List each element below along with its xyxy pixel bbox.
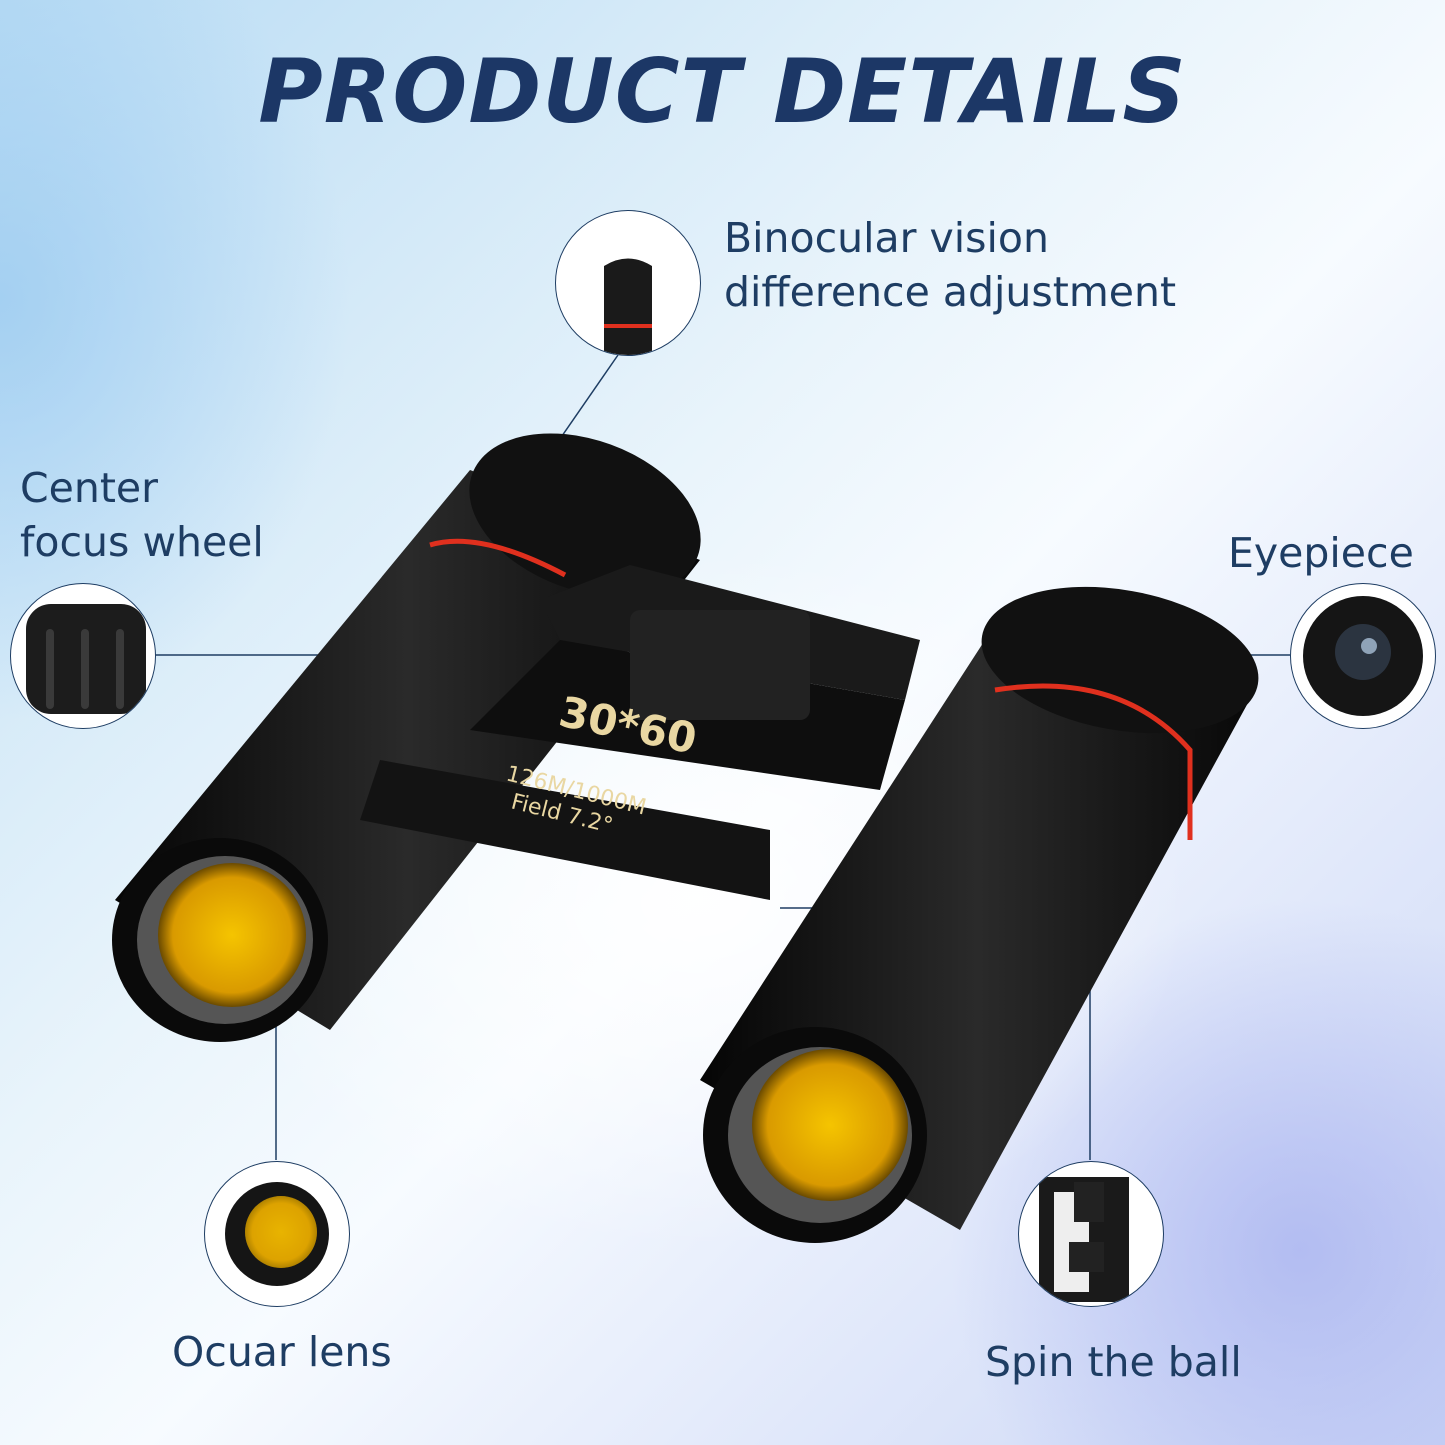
ocular-lens-detail-circle — [204, 1161, 350, 1307]
diopter-label-line2: difference adjustment — [724, 268, 1177, 316]
spin-ball-label: Spin the ball — [985, 1338, 1242, 1386]
spin-ball-detail-circle — [1018, 1161, 1164, 1307]
focus-wheel-icon — [26, 604, 146, 714]
focus-wheel-label-line1: Center — [20, 464, 158, 512]
left-objective-lens — [158, 863, 306, 1007]
diopter-detail-circle — [555, 210, 701, 356]
eyepiece-icon — [1303, 596, 1423, 716]
right-barrel — [700, 586, 1259, 1243]
focus-wheel-label-line2: focus wheel — [20, 518, 264, 566]
center-focus-wheel[interactable] — [630, 610, 810, 720]
focus-wheel-detail-circle — [10, 583, 156, 729]
diopter-ring-icon — [604, 258, 652, 355]
hinge-icon — [1039, 1177, 1129, 1302]
ocular-lens-icon — [225, 1182, 329, 1286]
ocular-lens-label: Ocuar lens — [172, 1328, 392, 1376]
eyepiece-detail-circle — [1290, 583, 1436, 729]
focus-wheel-label: Center focus wheel — [20, 461, 264, 569]
bridge — [360, 565, 920, 900]
eyepiece-label: Eyepiece — [1228, 529, 1414, 577]
diopter-label-line1: Binocular vision — [724, 214, 1049, 262]
diopter-label: Binocular vision difference adjustment — [724, 211, 1176, 319]
page-title: PRODUCT DETAILS — [258, 40, 1187, 143]
right-objective-lens — [752, 1049, 908, 1201]
